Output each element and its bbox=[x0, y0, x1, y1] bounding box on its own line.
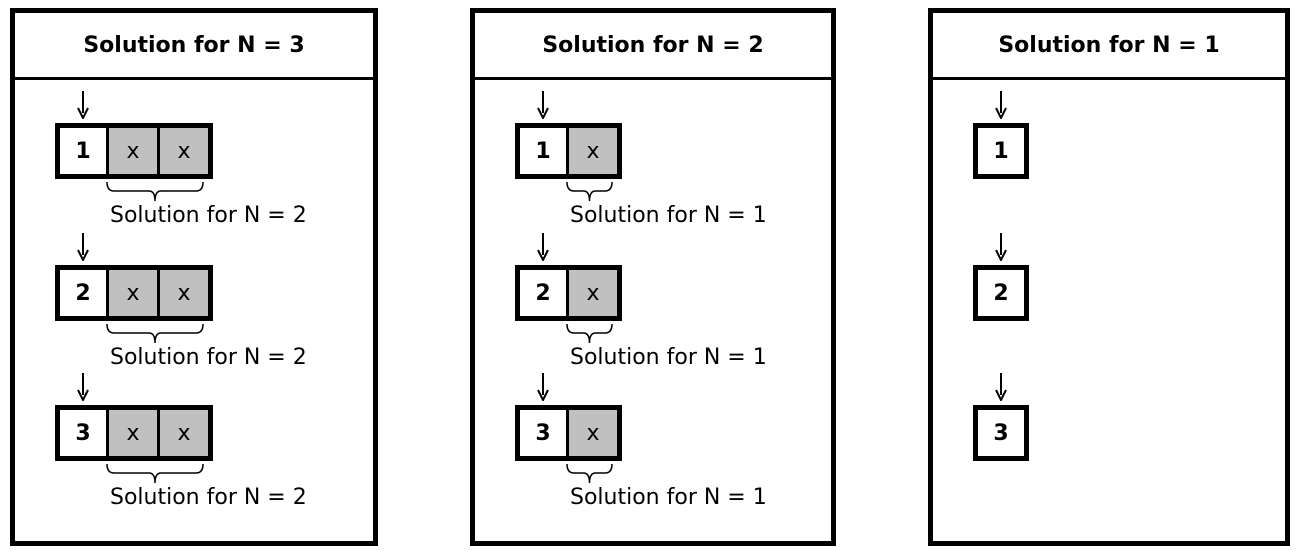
down-arrow-icon bbox=[995, 91, 1007, 119]
fixed-number-cell: 1 bbox=[520, 128, 566, 174]
fixed-number-cell: 2 bbox=[60, 270, 106, 316]
panel-n-1: Solution for N = 1 1 2 3 bbox=[928, 8, 1290, 546]
subproblem-label: Solution for N = 1 bbox=[570, 345, 767, 370]
placeholder-cell: x bbox=[566, 128, 617, 174]
placeholder-cell: x bbox=[106, 270, 157, 316]
down-arrow-icon bbox=[537, 91, 549, 119]
curly-brace-icon bbox=[566, 181, 613, 202]
placeholder-cell: x bbox=[106, 410, 157, 456]
placeholder-cell: x bbox=[157, 128, 208, 174]
fixed-number-cell: 3 bbox=[60, 410, 106, 456]
fixed-number-cell: 3 bbox=[520, 410, 566, 456]
down-arrow-icon bbox=[995, 373, 1007, 401]
solution-row: 1 bbox=[973, 91, 1273, 221]
cell-group: 3 bbox=[973, 405, 1029, 461]
subproblem-label: Solution for N = 2 bbox=[110, 485, 307, 510]
subproblem-label: Solution for N = 2 bbox=[110, 203, 307, 228]
curly-brace-icon bbox=[106, 181, 204, 202]
down-arrow-icon bbox=[537, 373, 549, 401]
panel-title: Solution for N = 3 bbox=[15, 13, 373, 80]
cell-group: 2 bbox=[973, 265, 1029, 321]
down-arrow-icon bbox=[537, 233, 549, 261]
panel-title: Solution for N = 2 bbox=[475, 13, 831, 80]
solution-row: 3 bbox=[973, 373, 1273, 503]
fixed-number-cell: 1 bbox=[978, 128, 1024, 174]
cell-group: 1 bbox=[973, 123, 1029, 179]
placeholder-cell: x bbox=[106, 128, 157, 174]
fixed-number-cell: 2 bbox=[978, 270, 1024, 316]
curly-brace-icon bbox=[566, 323, 613, 344]
panel-title: Solution for N = 1 bbox=[933, 13, 1285, 80]
fixed-number-cell: 2 bbox=[520, 270, 566, 316]
placeholder-cell: x bbox=[566, 410, 617, 456]
fixed-number-cell: 3 bbox=[978, 410, 1024, 456]
placeholder-cell: x bbox=[157, 270, 208, 316]
placeholder-cell: x bbox=[566, 270, 617, 316]
down-arrow-icon bbox=[77, 373, 89, 401]
down-arrow-icon bbox=[77, 233, 89, 261]
solution-row: 2 bbox=[973, 233, 1273, 363]
subproblem-label: Solution for N = 2 bbox=[110, 345, 307, 370]
down-arrow-icon bbox=[995, 233, 1007, 261]
curly-brace-icon bbox=[566, 463, 613, 484]
subproblem-label: Solution for N = 1 bbox=[570, 485, 767, 510]
subproblem-label: Solution for N = 1 bbox=[570, 203, 767, 228]
curly-brace-icon bbox=[106, 463, 204, 484]
fixed-number-cell: 1 bbox=[60, 128, 106, 174]
curly-brace-icon bbox=[106, 323, 204, 344]
down-arrow-icon bbox=[77, 91, 89, 119]
placeholder-cell: x bbox=[157, 410, 208, 456]
